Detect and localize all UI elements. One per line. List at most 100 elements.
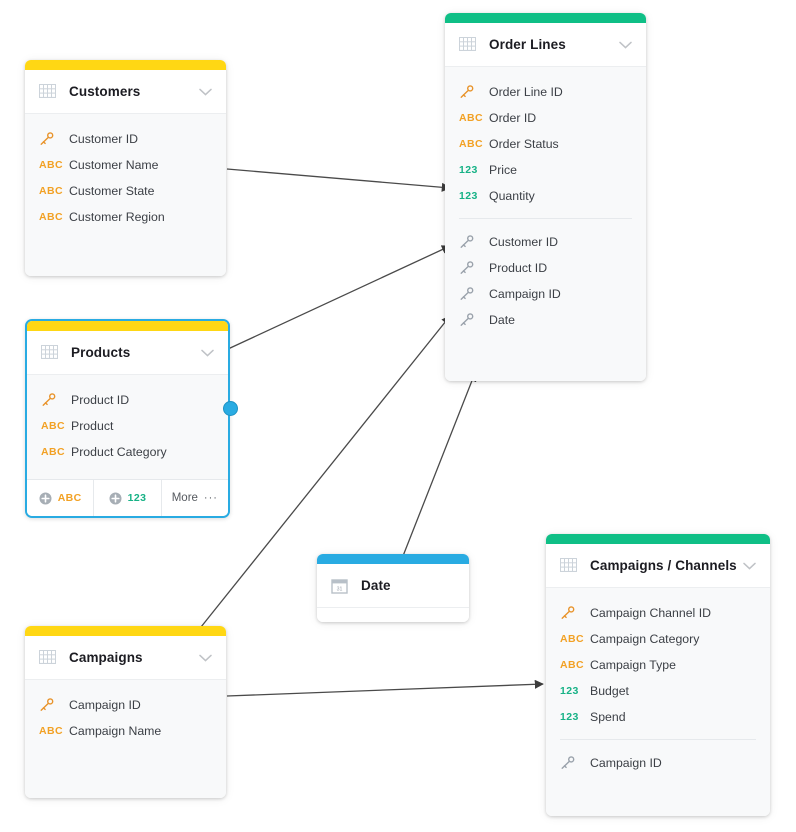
footer-add-number-field[interactable]: 123 xyxy=(94,480,162,516)
footer-button-label: ABC xyxy=(57,492,82,504)
field-name: Product ID xyxy=(489,261,548,275)
field-type-number: 123 xyxy=(459,164,478,176)
key-icon xyxy=(460,313,474,326)
footer-add-text-field[interactable]: ABC xyxy=(27,480,95,516)
key-icon xyxy=(460,287,474,300)
field-name: Product xyxy=(71,419,114,433)
field-type-key xyxy=(39,132,69,146)
table-fields: Order Line ID ABC Order ID ABC Order Status 1… xyxy=(445,67,646,381)
table-header[interactable]: Customers xyxy=(25,70,226,114)
table-field-row[interactable]: Campaign ID xyxy=(25,692,226,718)
field-name: Order ID xyxy=(489,111,537,125)
field-type-number: 123 xyxy=(560,711,579,723)
key-icon xyxy=(561,756,575,769)
key-icon xyxy=(460,85,474,98)
field-type-text: ABC xyxy=(39,725,63,737)
field-type-key xyxy=(39,698,69,712)
table-field-row[interactable]: Customer ID xyxy=(445,229,646,255)
table-field-row[interactable]: Order Line ID xyxy=(445,79,646,105)
field-name: Order Status xyxy=(489,137,559,151)
field-type-key xyxy=(459,85,489,99)
table-header[interactable]: Campaigns xyxy=(25,636,226,680)
table-field-row[interactable]: ABC Customer Name xyxy=(25,152,226,178)
field-name: Campaign Name xyxy=(69,724,162,738)
table-field-row[interactable]: ABC Campaign Name xyxy=(25,718,226,744)
field-name: Customer ID xyxy=(69,132,139,146)
chevron-down-icon[interactable] xyxy=(199,88,212,96)
table-field-row[interactable]: Campaign ID xyxy=(546,750,770,776)
footer-more-options[interactable]: More··· xyxy=(162,480,228,516)
table-field-row[interactable]: Campaign Channel ID xyxy=(546,600,770,626)
grid-icon xyxy=(39,84,56,98)
table-field-row[interactable]: Product ID xyxy=(445,255,646,281)
chevron-down-icon[interactable] xyxy=(201,349,214,357)
field-name: Campaign Type xyxy=(590,658,676,672)
table-field-row[interactable]: Date xyxy=(445,307,646,333)
field-type-text: ABC xyxy=(560,633,584,645)
calendar-icon: 31 xyxy=(331,578,348,594)
key-icon xyxy=(40,698,54,711)
table-header[interactable]: Products xyxy=(27,331,228,375)
field-name: Order Line ID xyxy=(489,85,563,99)
table-title: Customers xyxy=(69,84,141,99)
resize-handle[interactable] xyxy=(223,401,238,416)
plus-circle-icon xyxy=(39,492,52,504)
table-field-row[interactable]: Customer ID xyxy=(25,126,226,152)
field-divider xyxy=(560,739,756,740)
field-name: Campaign Category xyxy=(590,632,700,646)
table-header[interactable]: Order Lines xyxy=(445,23,646,67)
field-type-text: ABC xyxy=(459,138,483,150)
svg-text:31: 31 xyxy=(337,586,343,592)
field-type-text: ABC xyxy=(41,446,65,458)
table-field-row[interactable]: Campaign ID xyxy=(445,281,646,307)
chevron-down-icon[interactable] xyxy=(619,41,632,49)
field-type-text: ABC xyxy=(39,211,63,223)
chevron-down-icon[interactable] xyxy=(743,562,756,570)
table-field-row[interactable]: ABC Campaign Type xyxy=(546,652,770,678)
field-divider xyxy=(459,218,632,219)
table-empty-body xyxy=(317,608,469,622)
field-type-key xyxy=(560,756,590,770)
field-name: Campaign Channel ID xyxy=(590,606,711,620)
plus-circle-icon xyxy=(109,492,122,504)
key-icon xyxy=(42,393,56,406)
field-type-key xyxy=(560,606,590,620)
field-name: Product Category xyxy=(71,445,167,459)
table-title: Campaigns / Channels xyxy=(590,558,737,573)
table-title: Campaigns xyxy=(69,650,143,665)
chevron-down-icon[interactable] xyxy=(199,654,212,662)
field-name: Customer Name xyxy=(69,158,159,172)
grid-icon xyxy=(459,37,476,51)
table-field-row[interactable]: ABC Campaign Category xyxy=(546,626,770,652)
table-accent-bar xyxy=(546,534,770,544)
table-header[interactable]: Campaigns / Channels xyxy=(546,544,770,588)
table-field-row[interactable]: ABC Order Status xyxy=(445,131,646,157)
table-accent-bar xyxy=(25,626,226,636)
field-type-text: ABC xyxy=(560,659,584,671)
link-date-order-lines xyxy=(402,372,477,557)
table-field-row[interactable]: ABC Order ID xyxy=(445,105,646,131)
field-type-text: ABC xyxy=(459,112,483,124)
table-field-row[interactable]: ABC Product Category xyxy=(27,439,228,465)
table-field-row[interactable]: Product ID xyxy=(27,387,228,413)
table-title: Products xyxy=(71,345,131,360)
field-type-text: ABC xyxy=(39,159,63,171)
